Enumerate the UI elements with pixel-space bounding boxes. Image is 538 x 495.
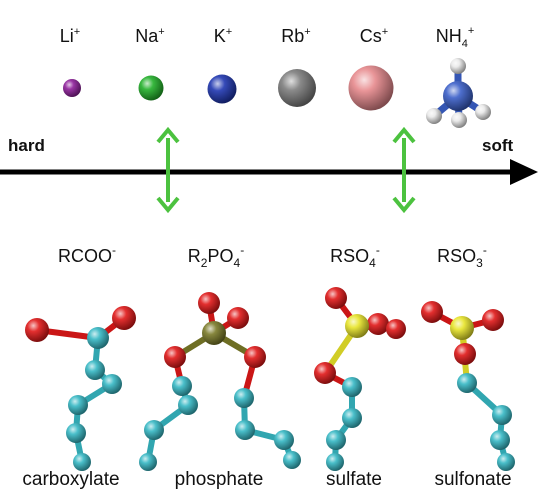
cation-sphere-rb <box>278 69 316 107</box>
carboxylate-atom-carbon-6 <box>66 423 86 443</box>
phosphate-atom-phosphorus-2 <box>202 321 226 345</box>
anion-formulas: RCOO- R2PO4- RSO4- RSO3- <box>58 243 487 270</box>
phosphate-atom-carbon-5 <box>172 376 192 396</box>
sulfonate-molecule <box>421 301 515 471</box>
phosphate-atom-carbon-12 <box>283 451 301 469</box>
cation-label-k: K+ <box>214 26 232 46</box>
cation-sphere-na <box>138 75 164 101</box>
cation-label-li: Li+ <box>60 26 80 46</box>
scale-axis-arrowhead <box>510 159 538 185</box>
ammonium-hydrogen-left <box>426 108 442 124</box>
anion-formula-phosphate: R2PO4- <box>188 243 244 270</box>
cation-label-nh4: NH4+ <box>436 25 475 50</box>
phosphate-atom-carbon-8 <box>139 453 157 471</box>
anion-formula-carboxylate: RCOO- <box>58 243 116 266</box>
scale-label-hard: hard <box>8 136 45 155</box>
sulfonate-atom-carbon-7 <box>497 453 515 471</box>
cation-labels: Li+ Na+ K+ Rb+ Cs+ NH4+ <box>60 25 475 50</box>
phosphate-atom-oxygen-1 <box>227 307 249 329</box>
sulfonate-atom-sulfur-2 <box>450 316 474 340</box>
phosphate-atom-oxygen-3 <box>164 346 186 368</box>
cation-sphere-li <box>63 79 81 97</box>
ammonium-hydrogen-bottom <box>451 112 467 128</box>
scale-label-soft: soft <box>482 136 514 155</box>
hardness-scale: hard soft <box>0 136 538 185</box>
sulfate-atom-carbon-8 <box>326 453 344 471</box>
anion-name-sulfate: sulfate <box>326 469 382 490</box>
anion-formula-sulfonate: RSO3- <box>437 243 487 270</box>
phosphate-atom-carbon-9 <box>234 388 254 408</box>
sulfate-atom-carbon-7 <box>326 430 346 450</box>
sulfonate-atom-carbon-5 <box>492 405 512 425</box>
ammonium-nitrogen <box>443 81 473 111</box>
sulfate-molecule <box>314 287 406 471</box>
phosphate-atom-oxygen-0 <box>198 292 220 314</box>
green-arrow-cs-sulfate <box>392 126 416 214</box>
anion-names: carboxylate phosphate sulfate sulfonate <box>22 469 511 490</box>
sulfonate-atom-carbon-4 <box>457 373 477 393</box>
carboxylate-atom-carbon-5 <box>68 395 88 415</box>
sulfate-atom-sulfur-3 <box>345 314 369 338</box>
carboxylate-atom-carbon-3 <box>85 360 105 380</box>
cation-label-cs: Cs+ <box>360 26 388 46</box>
sulfonate-atom-oxygen-0 <box>421 301 443 323</box>
phosphate-atom-oxygen-4 <box>244 346 266 368</box>
anion-name-carboxylate: carboxylate <box>22 469 119 490</box>
carboxylate-atom-oxygen-1 <box>112 306 136 330</box>
anion-name-phosphate: phosphate <box>175 469 264 490</box>
phosphate-molecule <box>139 292 301 471</box>
ammonium-hydrogen-top <box>450 58 466 74</box>
phosphate-atom-carbon-10 <box>235 420 255 440</box>
anion-formula-sulfate: RSO4- <box>330 243 380 270</box>
carboxylate-molecule <box>25 306 136 471</box>
ammonium-hydrogen-right <box>475 104 491 120</box>
anion-name-sulfonate: sulfonate <box>434 469 511 490</box>
sulfate-atom-carbon-5 <box>342 377 362 397</box>
green-double-arrows <box>156 126 416 214</box>
sulfate-atom-carbon-6 <box>342 408 362 428</box>
carboxylate-atom-carbon-4 <box>102 374 122 394</box>
sulfate-atom-oxygen-1 <box>367 313 389 335</box>
cation-sphere-k <box>207 74 237 104</box>
sulfate-atom-oxygen-2 <box>386 319 406 339</box>
anion-molecules <box>25 287 515 471</box>
carboxylate-atom-oxygen-0 <box>25 318 49 342</box>
sulfonate-atom-oxygen-1 <box>482 309 504 331</box>
cation-label-rb: Rb+ <box>281 26 310 46</box>
cation-label-na: Na+ <box>135 26 164 46</box>
carboxylate-atom-carbon-7 <box>73 453 91 471</box>
ammonium-molecule <box>426 58 491 128</box>
sulfonate-atom-carbon-6 <box>490 430 510 450</box>
sulfate-atom-oxygen-0 <box>325 287 347 309</box>
green-arrow-na-phosphate <box>156 126 180 214</box>
sulfonate-atom-oxygen-3 <box>454 343 476 365</box>
phosphate-atom-carbon-11 <box>274 430 294 450</box>
phosphate-atom-carbon-6 <box>178 395 198 415</box>
carboxylate-atom-carbon-2 <box>87 327 109 349</box>
cation-sphere-cs <box>348 65 394 111</box>
phosphate-atom-carbon-7 <box>144 420 164 440</box>
cation-spheres <box>63 65 394 111</box>
sulfate-atom-oxygen-4 <box>314 362 336 384</box>
